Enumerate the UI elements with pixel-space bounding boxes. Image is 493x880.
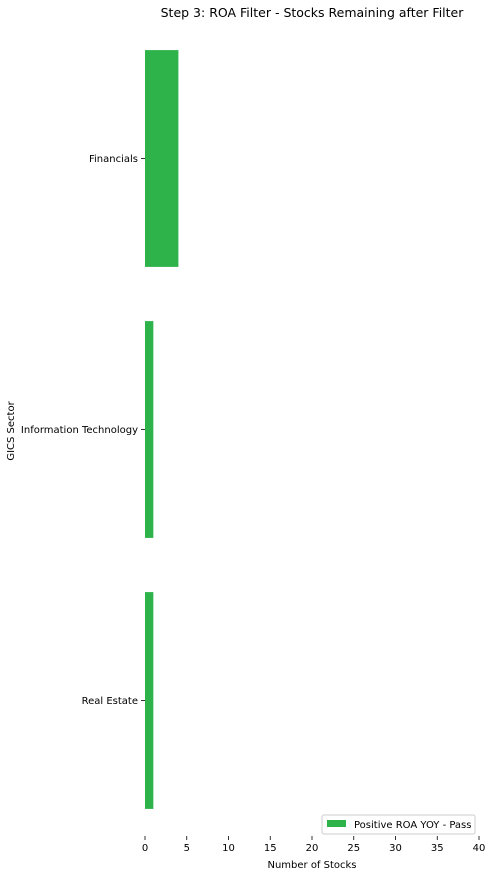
legend-swatch: [327, 820, 346, 827]
x-tick-label: 40: [473, 843, 486, 854]
x-axis-label: Number of Stocks: [267, 860, 356, 871]
bars-layer: [145, 50, 179, 809]
x-tick-label: 20: [306, 843, 319, 854]
chart-title: Step 3: ROA Filter - Stocks Remaining af…: [161, 5, 465, 20]
legend-label: Positive ROA YOY - Pass: [354, 820, 471, 831]
legend-frame: [321, 814, 476, 835]
x-tick-label: 5: [184, 843, 190, 854]
x-tick-label: 0: [142, 843, 148, 854]
x-tick-label: 35: [431, 843, 444, 854]
bar-financials: [145, 50, 179, 267]
x-tick-label: 10: [222, 843, 235, 854]
x-ticks: 0 5 10 15 20 25 30 35 40: [142, 836, 486, 854]
y-tick-label: Information Technology: [21, 425, 138, 436]
x-tick-label: 25: [347, 843, 360, 854]
x-tick-label: 30: [389, 843, 402, 854]
y-axis-label: GICS Sector: [6, 400, 17, 460]
y-tick-label: Financials: [89, 154, 138, 165]
bar-real-estate: [145, 592, 154, 809]
legend: Positive ROA YOY - Pass: [321, 814, 476, 835]
bar-information-technology: [145, 321, 154, 538]
y-tick-label: Real Estate: [82, 696, 138, 707]
x-tick-label: 15: [264, 843, 277, 854]
